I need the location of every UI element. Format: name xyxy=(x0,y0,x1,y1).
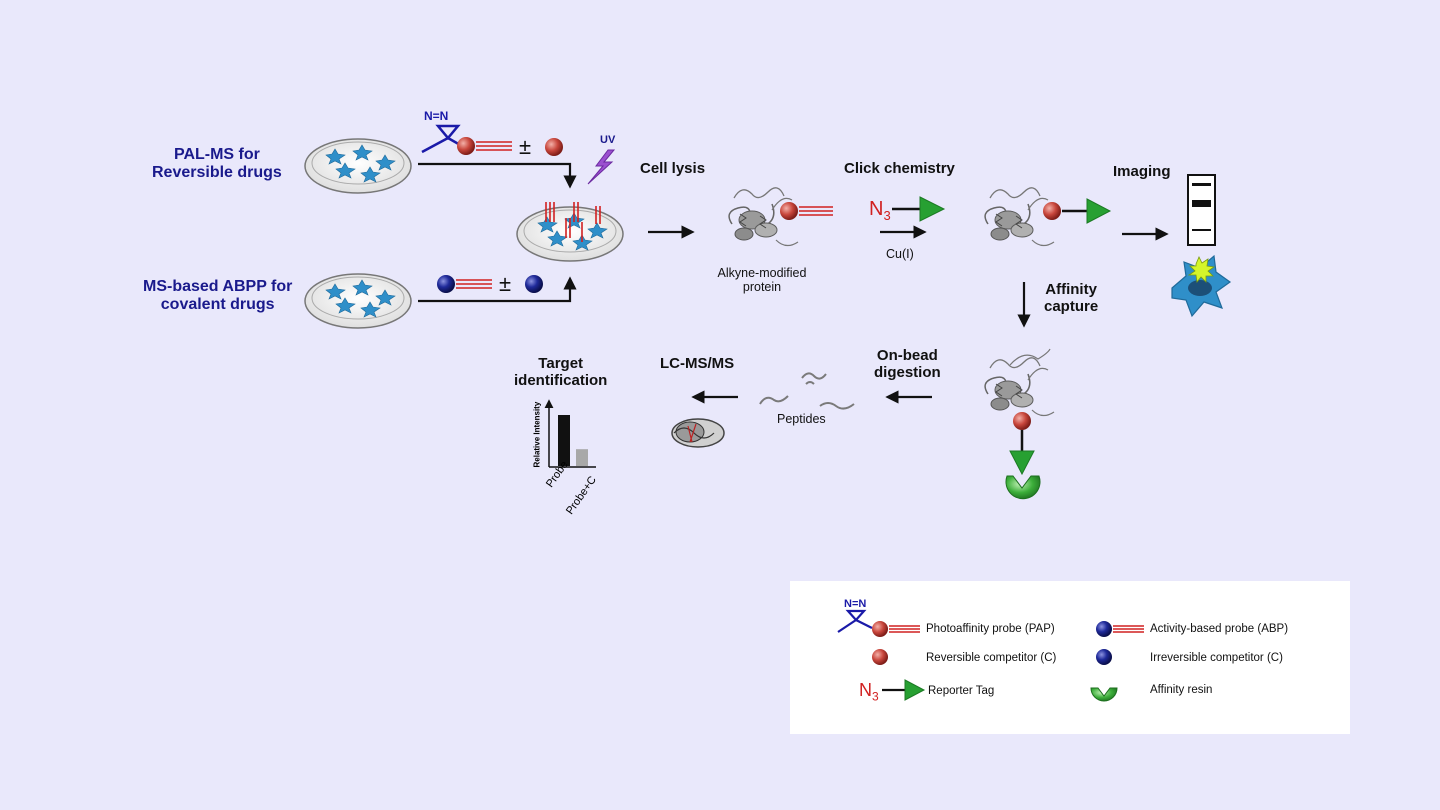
chart-bar-probe xyxy=(558,415,570,466)
legend-irrev-comp-icon xyxy=(1096,649,1112,665)
cell-lysis-label: Cell lysis xyxy=(640,160,706,177)
peptides-label: Peptides xyxy=(777,412,826,426)
click-chemistry-label: Click chemistry xyxy=(844,160,955,177)
legend-abp-label: Activity-based probe (ABP) xyxy=(1150,623,1289,635)
legend-rev-comp-label: Reversible competitor (C) xyxy=(926,652,1057,664)
alkyne-protein-label: Alkyne-modified protein xyxy=(717,266,807,295)
alkyne-protein-icon xyxy=(728,187,833,247)
diazirine-label: N=N xyxy=(424,109,449,123)
on-bead-digestion-label: On-bead digestion xyxy=(874,347,941,382)
pap-probe-icon xyxy=(421,124,563,156)
fluorescent-cell-icon xyxy=(1171,254,1232,318)
uv-label: UV xyxy=(600,134,616,146)
mass-spec-icon xyxy=(671,418,725,448)
reporter-tag-icon xyxy=(892,196,946,222)
reversible-competitor-icon xyxy=(545,138,563,156)
legend-pap-icon xyxy=(872,621,888,637)
gel-icon xyxy=(1187,174,1216,246)
tagged-protein-icon xyxy=(984,187,1112,247)
legend-resin-label: Affinity resin xyxy=(1150,684,1213,696)
abp-probe-icon xyxy=(437,275,543,293)
legend-icons xyxy=(837,609,1144,702)
plus-minus-top: ± xyxy=(519,134,532,159)
abpp-label: MS-based ABPP for covalent drugs xyxy=(143,278,293,314)
azide-label: N3 xyxy=(869,198,891,223)
legend-irrev-comp-label: Irreversible competitor (C) xyxy=(1150,652,1283,664)
copper-label: Cu(I) xyxy=(886,247,914,261)
captured-protein-icon xyxy=(984,348,1055,500)
legend-azide-label: N3 xyxy=(859,680,879,704)
petri-dish-abpp xyxy=(304,273,412,329)
chart-bar-probe-c xyxy=(576,449,588,466)
affinity-capture-label: Affinity capture xyxy=(1044,281,1099,316)
legend-rev-comp-icon xyxy=(872,649,888,665)
legend-resin-icon xyxy=(1090,687,1118,702)
legend-diazirine-label: N=N xyxy=(844,598,867,610)
peptides-icon xyxy=(759,372,855,410)
lcms-label: LC-MS/MS xyxy=(660,355,735,372)
plus-minus-bottom: ± xyxy=(499,271,512,296)
target-chart xyxy=(544,399,596,468)
target-identification-label: Target identification xyxy=(514,355,608,390)
petri-dish-labeled xyxy=(516,202,624,262)
irreversible-competitor-icon xyxy=(525,275,543,293)
chart-ylabel: Relative Intensity xyxy=(532,401,542,468)
merge-arrows xyxy=(418,162,577,303)
uv-lightning-icon xyxy=(587,149,616,185)
legend-reporter-label: Reporter Tag xyxy=(928,685,995,697)
legend-abp-icon xyxy=(1096,621,1112,637)
imaging-label: Imaging xyxy=(1113,163,1171,180)
petri-dish-pal xyxy=(304,138,412,194)
legend-pap-label: Photoaffinity probe (PAP) xyxy=(926,623,1055,635)
pal-ms-label: PAL-MS for Reversible drugs xyxy=(152,146,282,182)
